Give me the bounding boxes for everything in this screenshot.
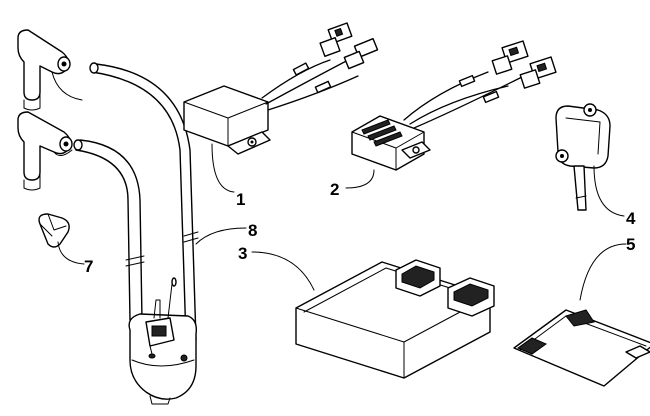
spark-plug-cap-lower [17,111,73,191]
leader-lines [57,143,627,301]
callout-3: 3 [238,244,247,263]
ignition-harness-part-8[interactable] [17,29,199,405]
voltage-regulator-part-2[interactable] [351,40,557,171]
connector-part-2b [519,56,557,89]
callout-7: 7 [84,257,93,276]
connector-part-1a [319,22,353,58]
ecu-box-part-3[interactable] [295,259,495,379]
connector-part-1b [343,37,379,70]
callout-4: 4 [626,209,636,228]
connector-part-2a [491,40,529,75]
relay-part-4[interactable] [555,103,611,211]
label-sheet-part-5[interactable] [513,309,650,387]
callout-2: 2 [330,180,339,199]
callout-5: 5 [626,235,635,254]
clip-part-7[interactable] [38,213,70,248]
spark-plug-cap-upper [17,29,71,111]
callout-1: 1 [236,190,245,209]
callout-8: 8 [248,221,257,240]
cdi-box-part-1[interactable] [183,22,379,155]
